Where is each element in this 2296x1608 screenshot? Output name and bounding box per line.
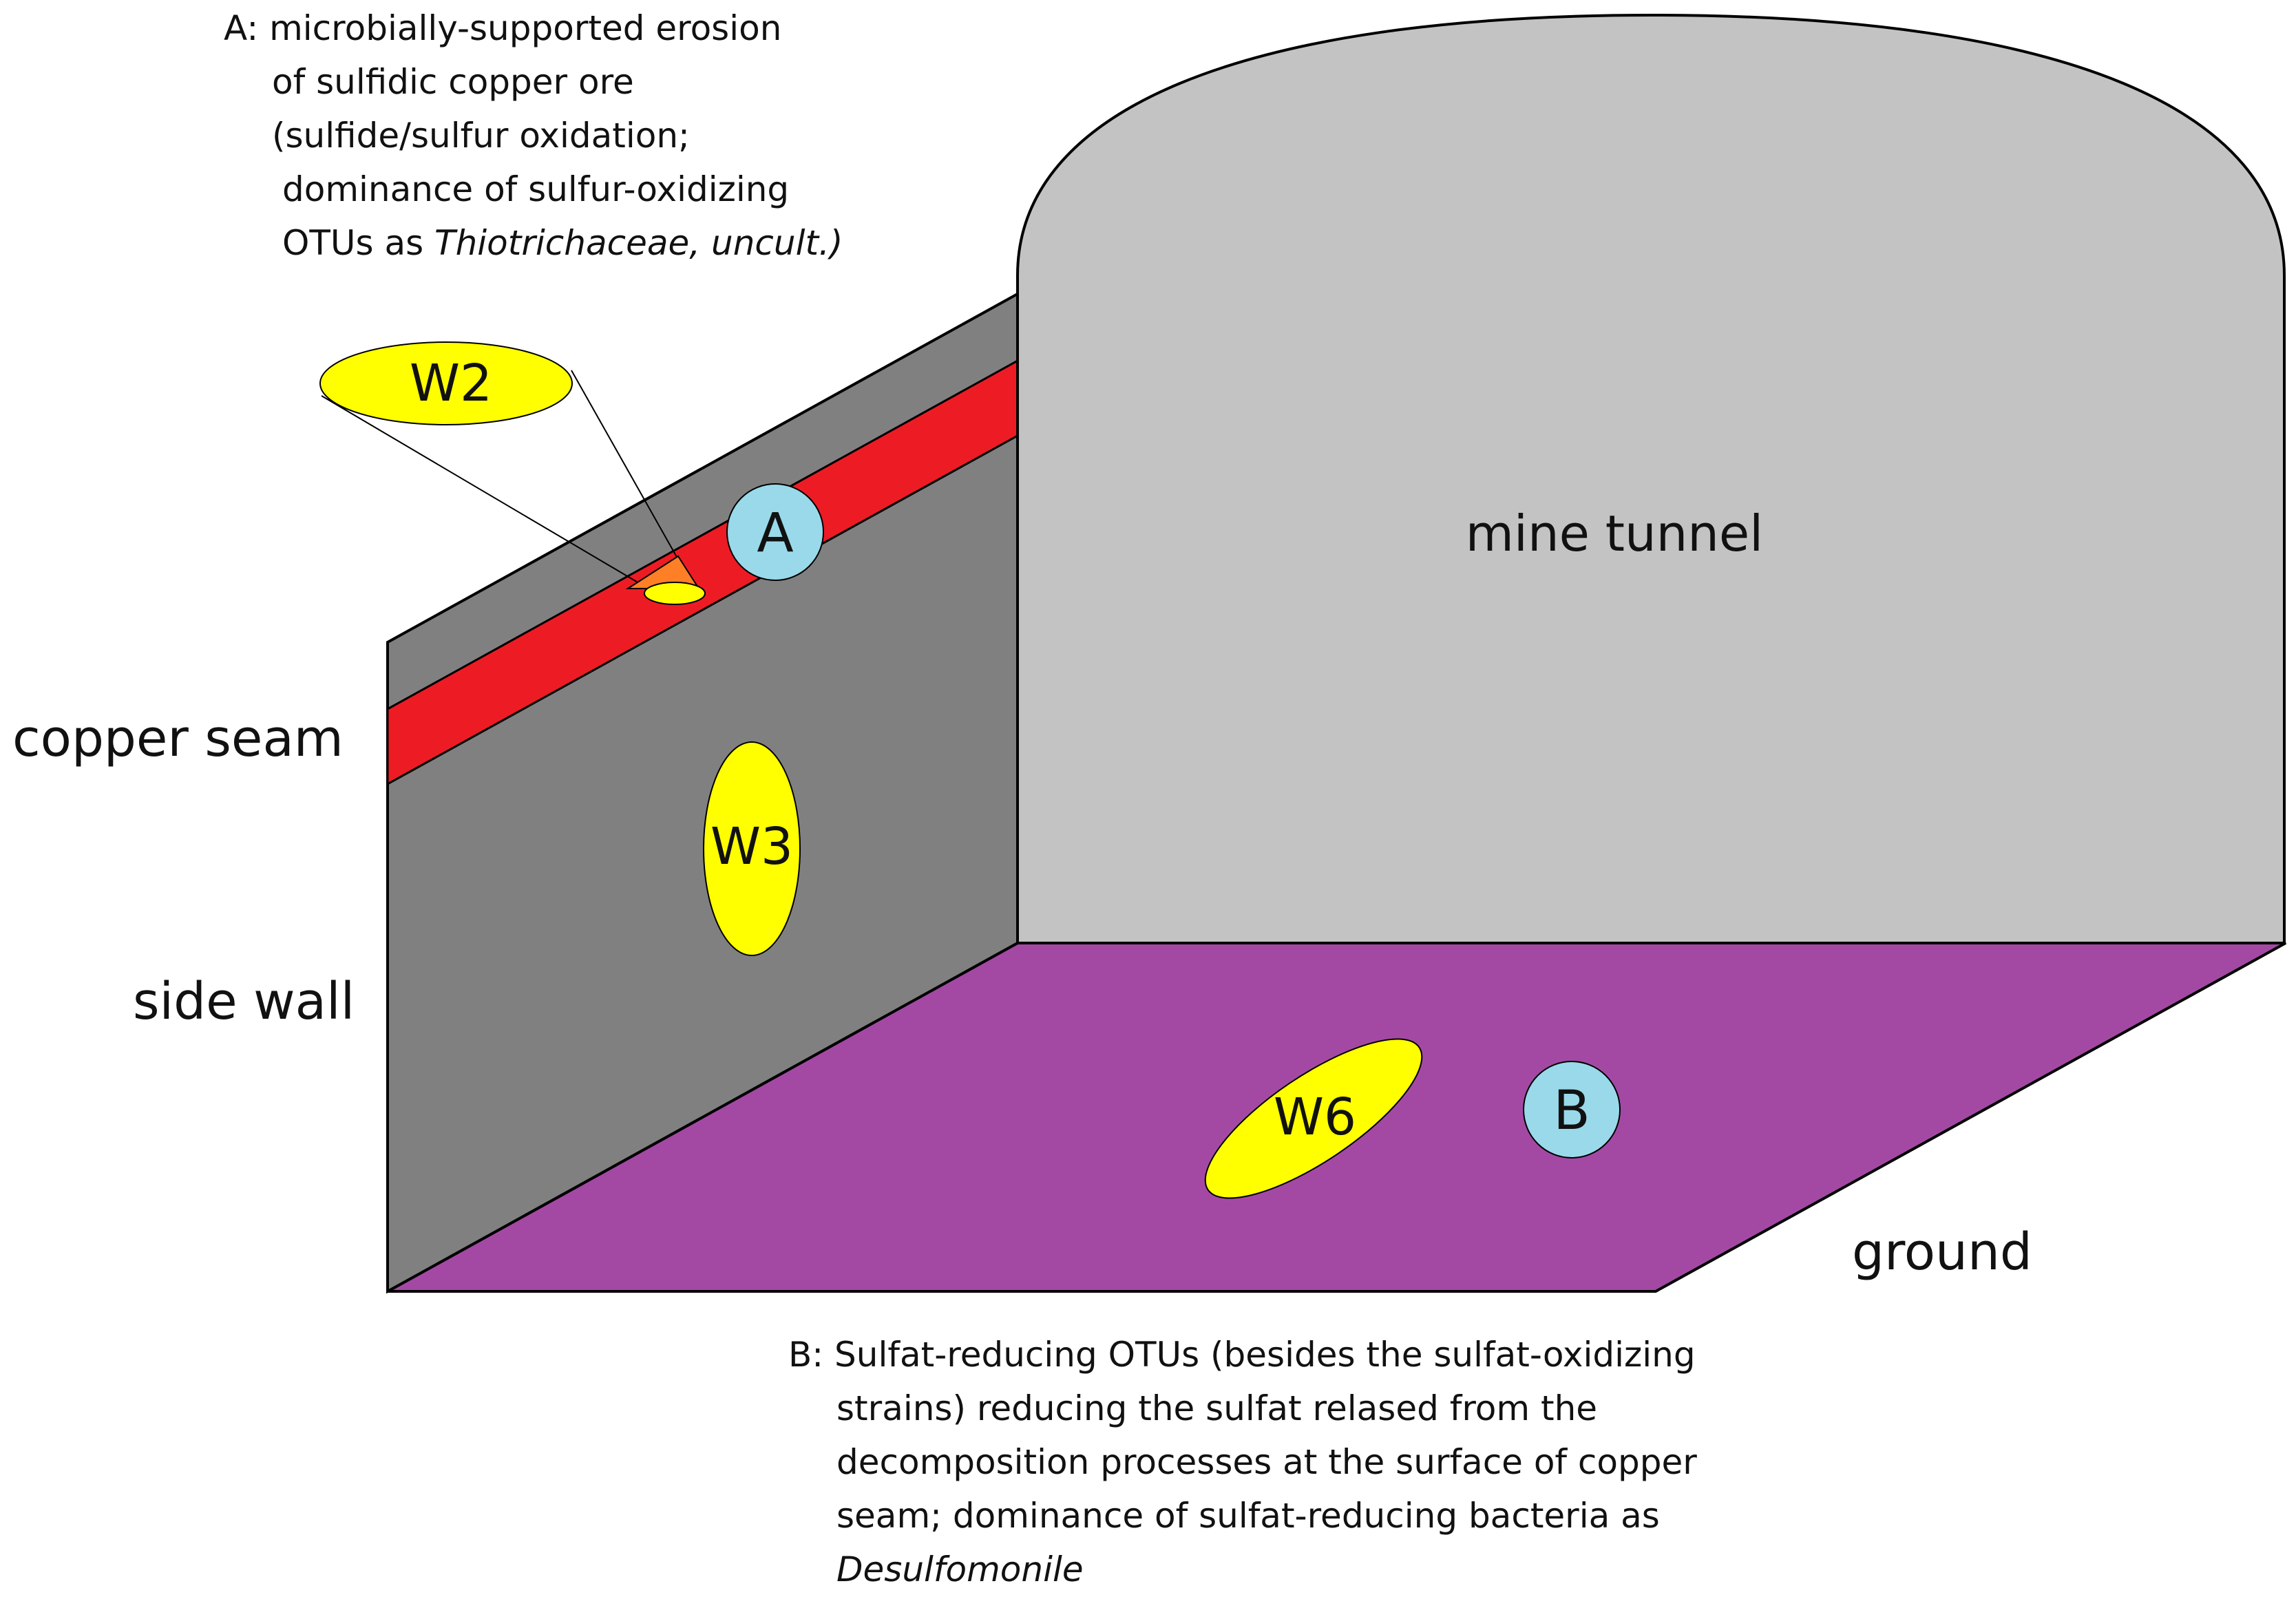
marker-a-label: A [757,502,793,564]
mine-tunnel-label: mine tunnel [1466,505,1763,562]
annotation-a-line5: OTUs as Thiotrichaceae, uncult.) [282,223,843,263]
marker-a-circle [726,483,824,581]
w2-callout-line-right [571,370,696,591]
w2-label: W2 [410,354,492,413]
copper-seam-label: copper seam [12,709,344,768]
marker-b-label: B [1553,1080,1590,1142]
annotation-a-line1: A: microbially-supported erosion [224,8,781,48]
annotation-b-line3: decomposition processes at the surface o… [836,1442,1697,1482]
annotation-b-line4: seam; dominance of sulfat-reducing bacte… [836,1496,1660,1536]
w3-label: W3 [710,817,793,876]
annotation-b-line2: strains) reducing the sulfat relased fro… [836,1388,1597,1428]
annotation-a-line2: of sulfidic copper ore [272,62,634,102]
marker-b-circle [1523,1061,1621,1159]
ground-label: ground [1852,1223,2032,1282]
annotation-a-line5-prefix: OTUs as [282,223,434,263]
annotation-b-line1: B: Sulfat-reducing OTUs (besides the sul… [788,1335,1696,1375]
annotation-a-line3: (sulfide/sulfur oxidation; [272,116,690,156]
annotation-a-line5-taxon: Thiotrichaceae, uncult.) [434,223,843,263]
annotation-a: A: microbially-supported erosion of sulf… [224,8,843,263]
annotation-b: B: Sulfat-reducing OTUs (besides the sul… [788,1335,1697,1589]
w6-sample-ellipse [1204,1038,1423,1199]
annotation-a-line4: dominance of sulfur-oxidizing [282,169,789,209]
w2-sample-ellipse [319,341,573,425]
w2-callout-line-left [321,395,651,591]
mine-tunnel-face [1016,13,2286,944]
side-wall-label: side wall [133,972,355,1031]
w6-label: W6 [1274,1088,1356,1147]
w3-sample-ellipse [703,741,801,956]
annotation-b-line5: Desulfomonile [836,1549,1084,1589]
w2-sample-spot [644,582,706,605]
